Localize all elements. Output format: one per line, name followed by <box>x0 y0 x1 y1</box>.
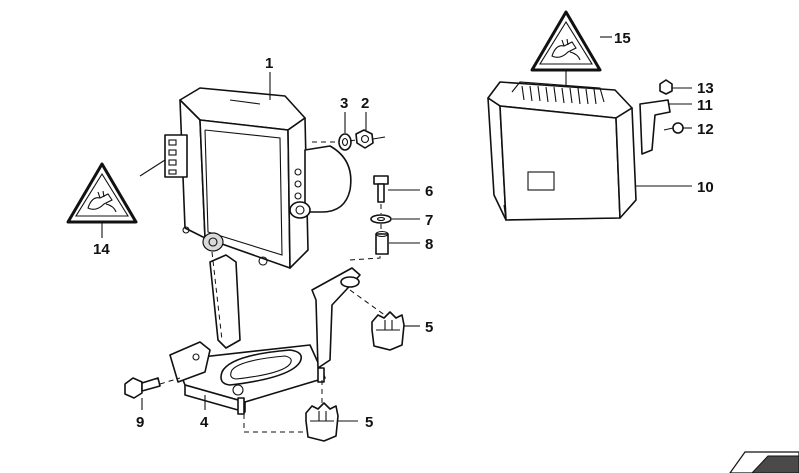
cooling-fins <box>511 81 605 105</box>
screw-part-12[interactable] <box>663 122 684 134</box>
folded-corner-icon <box>729 451 799 473</box>
callout-7: 7 <box>425 212 433 229</box>
rubber-mount-lower[interactable] <box>305 402 339 442</box>
callout-10: 10 <box>697 179 714 196</box>
callout-12: 12 <box>697 121 714 138</box>
assembly-lines <box>159 139 387 433</box>
callout-5-upper: 5 <box>425 319 433 336</box>
warning-label-14[interactable] <box>66 162 138 224</box>
nut-part-13[interactable] <box>659 79 673 95</box>
clip-bracket-part-11[interactable] <box>639 99 671 155</box>
bolt-part-6[interactable] <box>373 175 389 203</box>
mounting-bracket[interactable] <box>169 254 361 415</box>
callout-2: 2 <box>361 95 369 112</box>
rubber-mount-upper[interactable] <box>371 311 405 351</box>
electrostatic-warning-icon <box>551 38 581 61</box>
callout-labels: 1 2 3 4 5 5 6 7 8 9 10 11 12 13 14 15 <box>93 30 714 431</box>
callout-1: 1 <box>265 55 273 72</box>
callout-8: 8 <box>425 236 433 253</box>
control-unit[interactable] <box>487 81 637 221</box>
washer-part-7[interactable] <box>370 214 392 224</box>
warning-label-15[interactable] <box>530 10 602 72</box>
bolt-part-9[interactable] <box>124 377 161 399</box>
washer-part-3[interactable] <box>338 133 352 151</box>
callout-5-lower: 5 <box>365 414 373 431</box>
callout-15: 15 <box>614 30 631 47</box>
callout-6: 6 <box>425 183 433 200</box>
electrostatic-warning-icon <box>87 190 117 213</box>
callout-11: 11 <box>697 97 713 114</box>
callout-3: 3 <box>340 95 348 112</box>
callout-13: 13 <box>697 80 714 97</box>
callout-14: 14 <box>93 241 110 258</box>
leader-lines <box>101 36 692 422</box>
sleeve-part-8[interactable] <box>375 230 389 255</box>
nut-part-2[interactable] <box>355 129 374 149</box>
callout-9: 9 <box>136 414 144 431</box>
hydraulic-unit[interactable] <box>164 87 352 269</box>
callout-4: 4 <box>200 414 209 431</box>
